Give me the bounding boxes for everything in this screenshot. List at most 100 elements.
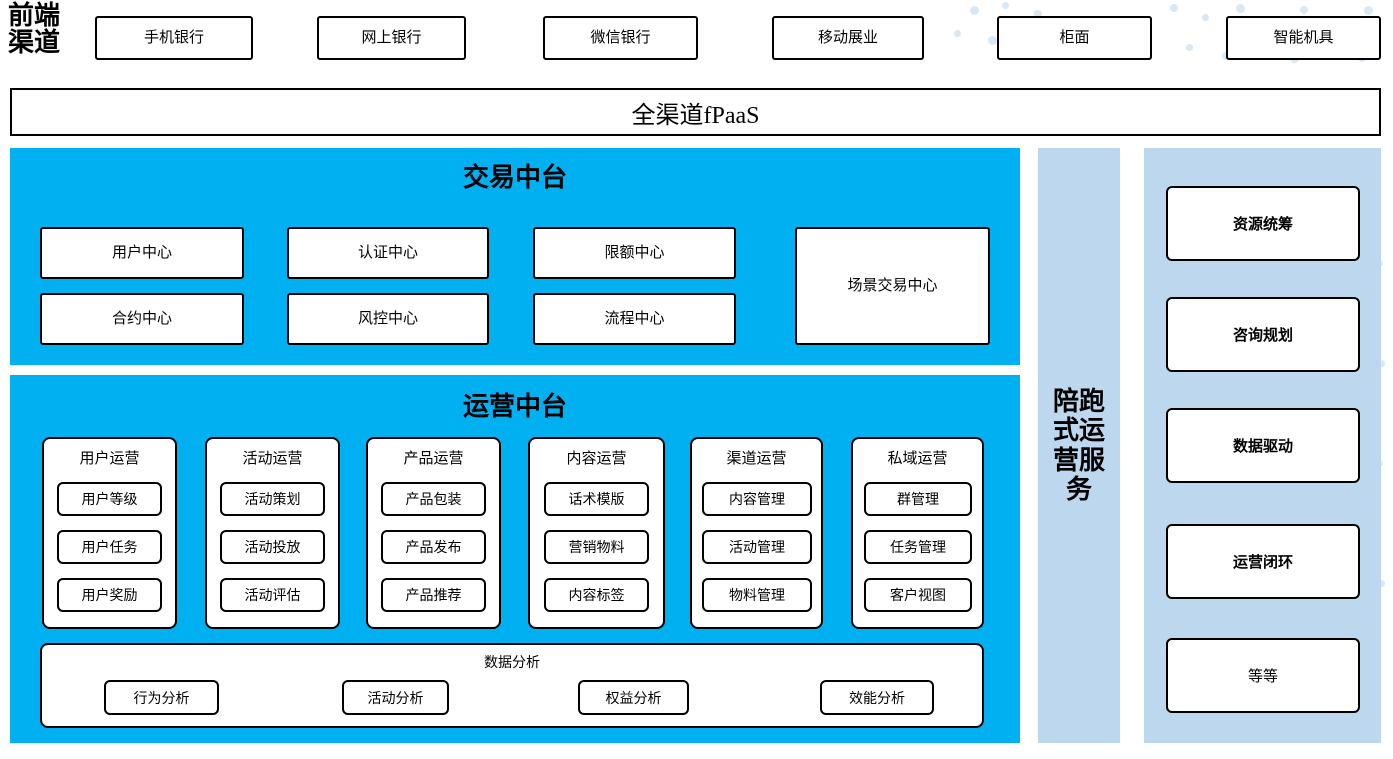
transaction-item-process-center[interactable]: 流程中心 bbox=[533, 293, 736, 345]
front-channel-label-line2: 渠道 bbox=[8, 28, 61, 58]
channel-item-label: 微信银行 bbox=[590, 29, 651, 46]
operation-subitem-label: 话术模版 bbox=[568, 491, 625, 507]
service-column: 陪跑 式运 营服 务 bbox=[1038, 148, 1120, 743]
operation-subitem-label: 用户等级 bbox=[81, 491, 138, 507]
front-channel-label-line1: 前端 bbox=[8, 1, 61, 30]
transaction-item-user-center[interactable]: 用户中心 bbox=[40, 227, 244, 279]
operation-subitem[interactable]: 活动管理 bbox=[702, 530, 812, 564]
right-card-label: 等等 bbox=[1247, 668, 1278, 685]
operation-subitem[interactable]: 物料管理 bbox=[702, 578, 812, 612]
operation-subitem[interactable]: 活动评估 bbox=[220, 578, 325, 612]
transaction-item-label: 流程中心 bbox=[604, 310, 665, 327]
operation-subitem-label: 产品包装 bbox=[405, 491, 462, 507]
right-card-label: 咨询规划 bbox=[1232, 327, 1293, 344]
operation-subitem-label: 内容管理 bbox=[729, 491, 785, 507]
operation-subitem-label: 活动策划 bbox=[244, 491, 301, 507]
operation-subitem-label: 内容标签 bbox=[568, 587, 625, 603]
service-column-label: 陪跑 式运 营服 务 bbox=[1053, 387, 1105, 503]
fpaas-label: 全渠道fPaaS bbox=[631, 102, 760, 129]
transaction-item-label: 风控中心 bbox=[357, 310, 418, 327]
operation-subitem[interactable]: 产品发布 bbox=[381, 530, 486, 564]
operation-group-title: 私域运营 bbox=[887, 450, 948, 467]
operation-group-title: 用户运营 bbox=[79, 450, 140, 467]
transaction-item-label: 合约中心 bbox=[111, 310, 172, 327]
front-channel-label: 前端 渠道 bbox=[8, 2, 86, 57]
operation-group-title: 渠道运营 bbox=[726, 450, 787, 467]
operation-subitem[interactable]: 内容管理 bbox=[702, 482, 812, 516]
operation-subitem-label: 用户任务 bbox=[81, 539, 138, 555]
channel-item-mobile-bank[interactable]: 手机银行 bbox=[95, 16, 253, 60]
analysis-item-label: 效能分析 bbox=[849, 689, 905, 706]
data-analysis-title: 数据分析 bbox=[484, 654, 540, 670]
right-card-label: 数据驱动 bbox=[1232, 438, 1293, 455]
operation-subitem[interactable]: 群管理 bbox=[864, 482, 972, 516]
transaction-item-auth-center[interactable]: 认证中心 bbox=[287, 227, 489, 279]
analysis-item-label: 权益分析 bbox=[605, 689, 662, 706]
operation-subitem-label: 客户视图 bbox=[890, 587, 946, 603]
channel-item-mobile-exhibition[interactable]: 移动展业 bbox=[772, 16, 924, 60]
operation-subitem-label: 营销物料 bbox=[568, 539, 625, 555]
operation-subitem-label: 用户奖励 bbox=[81, 587, 138, 603]
transaction-item-limit-center[interactable]: 限额中心 bbox=[533, 227, 736, 279]
operation-subitem[interactable]: 客户视图 bbox=[864, 578, 972, 612]
operation-subitem[interactable]: 用户等级 bbox=[57, 482, 162, 516]
operation-subitem[interactable]: 产品包装 bbox=[381, 482, 486, 516]
channel-item-smart-machine[interactable]: 智能机具 bbox=[1226, 16, 1381, 60]
analysis-item-rights[interactable]: 权益分析 bbox=[578, 680, 689, 715]
operation-subitem[interactable]: 话术模版 bbox=[544, 482, 649, 516]
operation-subitem-label: 群管理 bbox=[897, 491, 939, 507]
operation-subitem-label: 产品推荐 bbox=[405, 587, 462, 603]
right-card-consulting-planning[interactable]: 咨询规划 bbox=[1166, 297, 1360, 372]
operation-subitem-label: 任务管理 bbox=[890, 539, 946, 555]
right-card-operation-closed-loop[interactable]: 运营闭环 bbox=[1166, 524, 1360, 599]
channel-item-label: 移动展业 bbox=[817, 29, 878, 46]
operation-subitem[interactable]: 产品推荐 bbox=[381, 578, 486, 612]
service-column-line: 营服 bbox=[1052, 445, 1105, 475]
analysis-item-activity[interactable]: 活动分析 bbox=[342, 680, 449, 715]
right-card-etc[interactable]: 等等 bbox=[1166, 638, 1360, 713]
operation-group-title: 内容运营 bbox=[566, 450, 627, 467]
fpaas-bar: 全渠道fPaaS bbox=[10, 88, 1381, 136]
right-card-label: 资源统筹 bbox=[1232, 216, 1293, 233]
operation-group-title: 活动运营 bbox=[242, 450, 303, 467]
operation-subitem[interactable]: 用户任务 bbox=[57, 530, 162, 564]
channel-item-label: 智能机具 bbox=[1273, 29, 1334, 46]
transaction-item-riskcontrol-center[interactable]: 风控中心 bbox=[287, 293, 489, 345]
transaction-item-label: 场景交易中心 bbox=[847, 277, 938, 294]
channel-item-label: 手机银行 bbox=[143, 29, 204, 46]
operation-subitem[interactable]: 活动投放 bbox=[220, 530, 325, 564]
transaction-center-title: 交易中台 bbox=[462, 163, 567, 192]
operation-group-title: 产品运营 bbox=[403, 450, 464, 467]
operation-subitem[interactable]: 营销物料 bbox=[544, 530, 649, 564]
right-card-resource-coordination[interactable]: 资源统筹 bbox=[1166, 186, 1360, 261]
channel-item-online-bank[interactable]: 网上银行 bbox=[317, 16, 466, 60]
channel-item-counter[interactable]: 柜面 bbox=[997, 16, 1152, 60]
right-card-data-driven[interactable]: 数据驱动 bbox=[1166, 408, 1360, 483]
operation-subitem-label: 产品发布 bbox=[405, 539, 462, 555]
operation-subitem-label: 物料管理 bbox=[729, 587, 785, 603]
service-column-line: 务 bbox=[1065, 474, 1092, 504]
operation-subitem-label: 活动投放 bbox=[244, 539, 301, 555]
service-column-line: 式运 bbox=[1052, 416, 1105, 446]
analysis-item-efficiency[interactable]: 效能分析 bbox=[820, 680, 934, 715]
channel-item-wechat-bank[interactable]: 微信银行 bbox=[543, 16, 698, 60]
operation-subitem-label: 活动管理 bbox=[729, 539, 785, 555]
transaction-item-contract-center[interactable]: 合约中心 bbox=[40, 293, 244, 345]
operation-center-title: 运营中台 bbox=[462, 392, 567, 421]
channel-item-label: 网上银行 bbox=[361, 29, 422, 46]
operation-subitem[interactable]: 任务管理 bbox=[864, 530, 972, 564]
channel-item-label: 柜面 bbox=[1059, 29, 1090, 46]
operation-subitem[interactable]: 用户奖励 bbox=[57, 578, 162, 612]
right-card-label: 运营闭环 bbox=[1232, 554, 1293, 571]
transaction-item-label: 限额中心 bbox=[604, 244, 665, 261]
transaction-item-scene-center[interactable]: 场景交易中心 bbox=[795, 227, 990, 345]
operation-subitem-label: 活动评估 bbox=[244, 587, 301, 603]
operation-subitem[interactable]: 活动策划 bbox=[220, 482, 325, 516]
analysis-item-behavior[interactable]: 行为分析 bbox=[104, 680, 219, 715]
operation-subitem[interactable]: 内容标签 bbox=[544, 578, 649, 612]
analysis-item-label: 行为分析 bbox=[133, 689, 190, 706]
transaction-item-label: 认证中心 bbox=[357, 244, 418, 261]
transaction-item-label: 用户中心 bbox=[111, 244, 172, 261]
service-column-line: 陪跑 bbox=[1052, 387, 1105, 417]
